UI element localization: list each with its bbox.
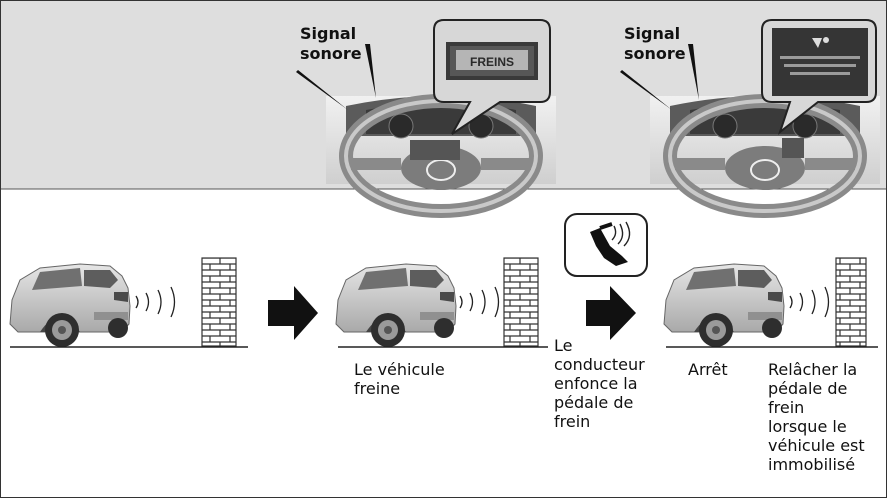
arrow-right-1-icon [268,286,318,340]
brick-wall-2 [503,257,539,347]
arrow-right-2-icon [586,286,636,340]
sound-icon-right [620,44,699,110]
car-3-icon [663,263,785,348]
car-1-icon [9,263,131,348]
display-left-text: FREINS [470,55,514,69]
dashboard-left-illustration [326,96,556,211]
label-driver-presses: Le conducteur enfonce la pédale de frein [554,336,645,431]
dashboard-right-illustration [650,96,880,211]
foot-brake-pedal-icon [564,213,648,277]
brick-wall-3 [835,257,867,347]
display-callout-left [433,19,551,135]
label-stop: Arrêt [688,360,728,379]
scene-vehicle-brakes [335,257,548,348]
sound-label-right: Signal sonore [624,24,686,63]
radar-waves-1-icon [135,286,176,318]
radar-waves-2-icon [459,286,500,318]
label-release-brake: Relâcher la pédale de frein lorsque le v… [768,360,865,474]
radar-waves-3-icon [789,286,830,318]
label-vehicle-brakes: Le véhicule freine [354,360,445,398]
car-2-icon [335,263,457,348]
sound-icon-left [296,44,376,110]
sound-label-left: Signal sonore [300,24,362,63]
display-callout-right [761,19,877,135]
scene-approaching [9,257,248,348]
scene-stop [663,257,878,348]
brick-wall-1 [201,257,237,347]
